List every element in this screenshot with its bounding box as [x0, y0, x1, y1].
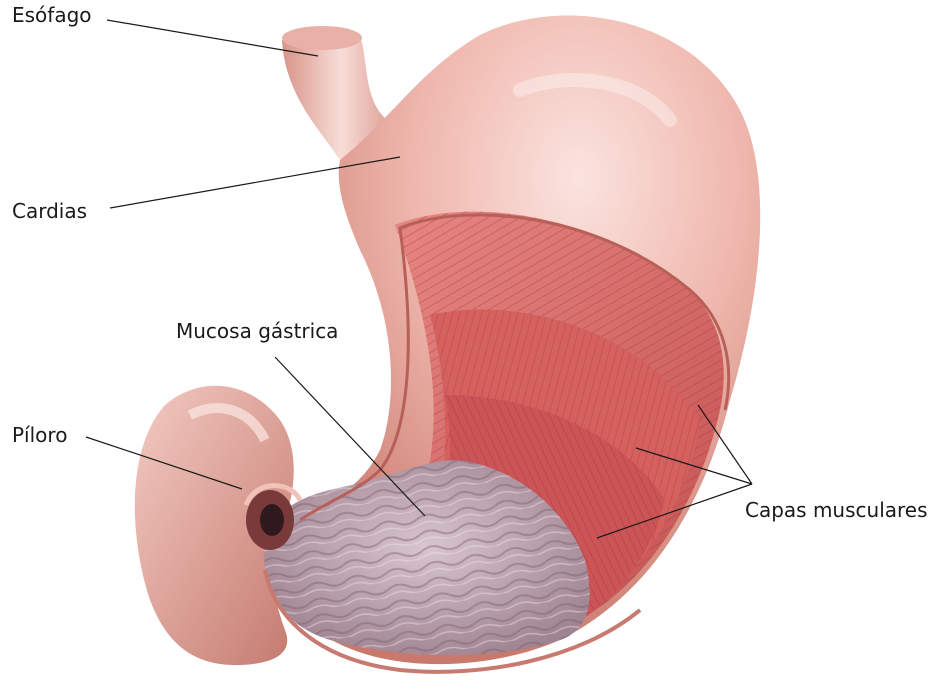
- esophagus-opening: [282, 26, 362, 50]
- label-mucosa: Mucosa gástrica: [176, 319, 338, 343]
- pylorus-opening-inner: [260, 504, 284, 536]
- label-capas: Capas musculares: [745, 498, 928, 522]
- label-esofago: Esófago: [12, 3, 92, 27]
- label-piloro: Píloro: [12, 423, 67, 447]
- label-cardias: Cardias: [12, 199, 87, 223]
